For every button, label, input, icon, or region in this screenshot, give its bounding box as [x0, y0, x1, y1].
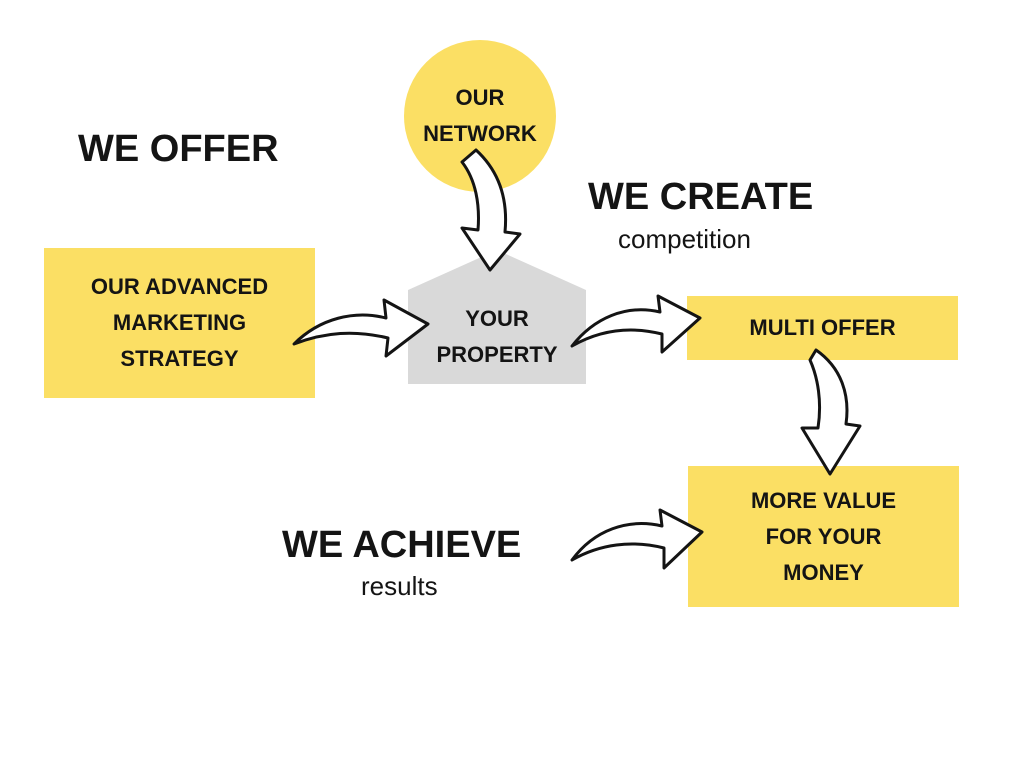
arrow-property-to-multi-offer	[570, 294, 702, 354]
arrow-we-achieve-to-more-value	[570, 508, 704, 570]
node-marketing-strategy: OUR ADVANCED MARKETING STRATEGY	[44, 248, 315, 398]
arrow-network-to-property	[460, 148, 522, 272]
node-more-value: MORE VALUE FOR YOUR MONEY	[688, 466, 959, 607]
node-our-network: OUR NETWORK	[423, 85, 537, 146]
property-house-shape	[408, 250, 586, 384]
arrow-multi-offer-to-more-value	[800, 348, 862, 476]
node-multi-offer: MULTI OFFER	[687, 296, 958, 360]
heading-we-achieve: WE ACHIEVE	[282, 524, 522, 566]
subheading-competition: competition	[618, 224, 751, 254]
heading-we-create: WE CREATE	[588, 176, 814, 218]
subheading-results: results	[361, 571, 438, 601]
node-your-property: YOUR PROPERTY	[436, 306, 558, 367]
heading-we-offer: WE OFFER	[78, 128, 279, 170]
network-circle	[404, 40, 556, 192]
arrow-strategy-to-property	[292, 298, 430, 358]
